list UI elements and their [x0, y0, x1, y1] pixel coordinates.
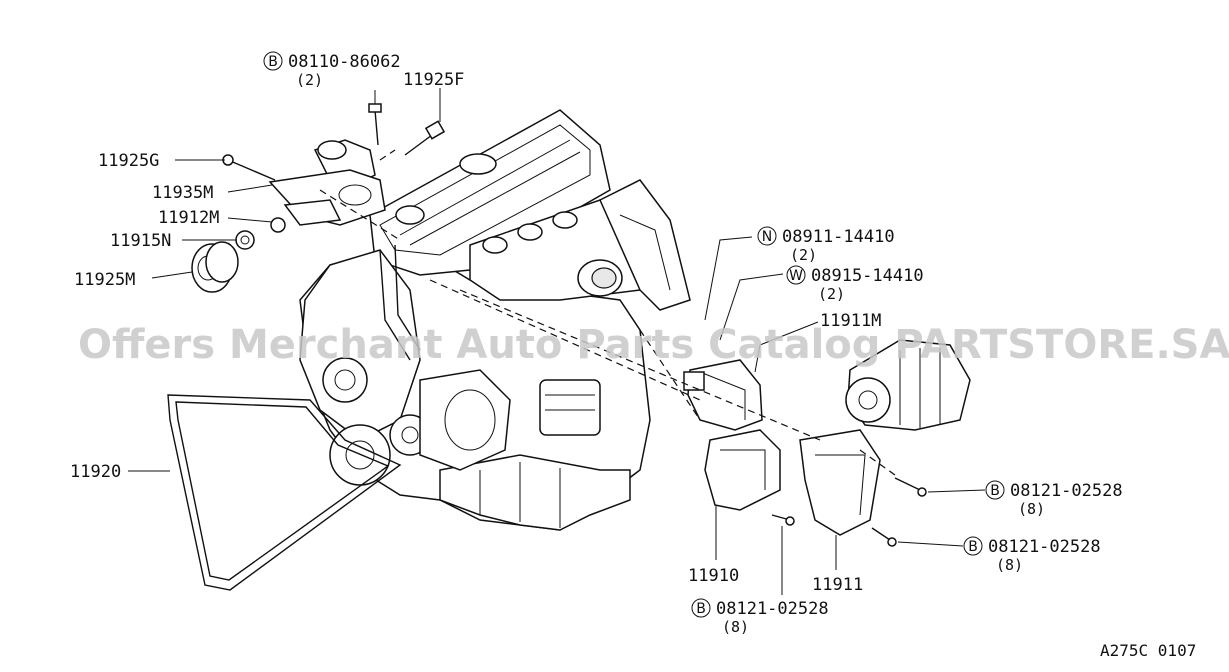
bolt-symbol-icon: [691, 598, 711, 618]
quantity-label: (2): [790, 246, 817, 264]
callout-08915-14410[interactable]: W 08915-14410 (2): [786, 265, 924, 303]
thermostat-housing-illustration: [191, 103, 446, 293]
bolt-symbol-icon: [963, 536, 983, 556]
part-number-label: 08121-02528: [716, 599, 829, 619]
callout-11911M[interactable]: 11911M: [820, 311, 881, 331]
washer-symbol-icon: [786, 265, 806, 285]
part-number-label: 08911-14410: [782, 227, 895, 247]
callout-prefix: B: [990, 483, 1000, 499]
part-number-label: 08915-14410: [811, 266, 924, 286]
drive-belt-illustration: [167, 394, 402, 591]
callout-prefix: N: [762, 229, 772, 245]
callout-11925G[interactable]: 11925G: [98, 151, 159, 171]
watermark: Offers Merchant Auto Parts Catalog PARTS…: [78, 322, 1229, 368]
callout-11910[interactable]: 11910: [688, 566, 739, 586]
callout-08110-86062[interactable]: B 08110-86062 (2): [263, 51, 401, 89]
callout-08121-02528-bottom[interactable]: B 08121-02528 (8): [691, 598, 829, 636]
quantity-label: (8): [996, 556, 1023, 574]
part-number-label: 08110-86062: [288, 52, 401, 72]
leader-lines: [128, 88, 986, 595]
callout-11915N[interactable]: 11915N: [110, 231, 171, 251]
callout-11911[interactable]: 11911: [812, 575, 863, 595]
quantity-label: (8): [1018, 500, 1045, 518]
callout-08121-02528-lower[interactable]: B 08121-02528 (8): [963, 536, 1101, 574]
callout-prefix: B: [968, 539, 978, 555]
diagram-code: A275C 0107: [1100, 641, 1196, 660]
callout-prefix: W: [789, 268, 803, 284]
part-number-label: 08121-02528: [988, 537, 1101, 557]
engine-mount-illustration: [683, 339, 971, 547]
quantity-label: (2): [296, 71, 323, 89]
quantity-label: (2): [818, 285, 845, 303]
part-number-label: 08121-02528: [1010, 481, 1123, 501]
callout-prefix: B: [268, 54, 278, 70]
bolt-symbol-icon: [985, 480, 1005, 500]
nut-symbol-icon: [757, 226, 777, 246]
bolt-symbol-icon: [263, 51, 283, 71]
callout-prefix: B: [696, 601, 706, 617]
quantity-label: (8): [722, 618, 749, 636]
callout-08121-02528-upper[interactable]: B 08121-02528 (8): [985, 480, 1123, 518]
callout-11925M[interactable]: 11925M: [74, 270, 135, 290]
alignment-lines: [319, 149, 896, 476]
callout-11925F[interactable]: 11925F: [403, 70, 464, 90]
callout-11920[interactable]: 11920: [70, 462, 121, 482]
callout-11935M[interactable]: 11935M: [152, 183, 213, 203]
callout-11912M[interactable]: 11912M: [158, 208, 219, 228]
callout-08911-14410[interactable]: N 08911-14410 (2): [757, 226, 895, 264]
